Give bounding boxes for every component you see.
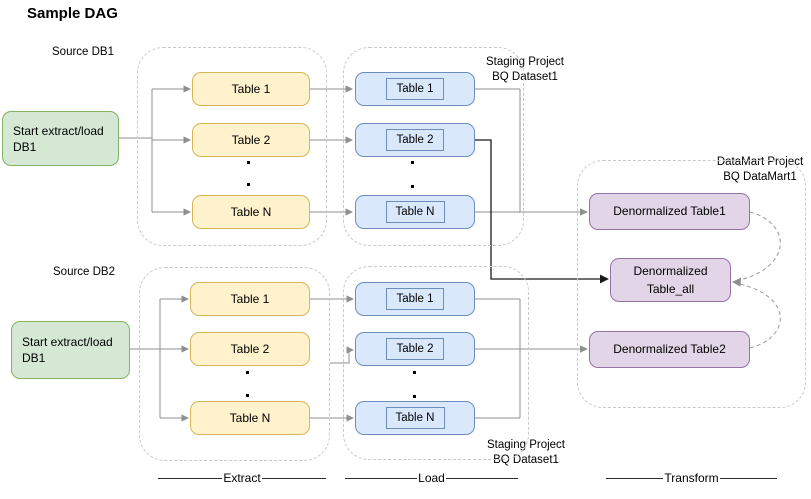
- load-top-tableN-inner: Table N: [385, 201, 445, 223]
- container-load-db2[interactable]: [343, 266, 529, 460]
- extract-bottom-tableN-label: Table N: [229, 410, 271, 425]
- node-start-extract-db2[interactable]: Start extract/load DB1: [11, 321, 130, 379]
- start-db1-line1: Start extract/load: [13, 123, 104, 138]
- node-denormalized-table2[interactable]: Denormalized Table2: [589, 331, 750, 368]
- load-top-table1-inner: Table 1: [386, 78, 444, 100]
- denormalized-table-all-line1: Denormalized: [633, 264, 708, 278]
- node-extract-bottom-table1[interactable]: Table 1: [190, 282, 310, 316]
- stage-load-rule-right: [445, 477, 519, 479]
- datamart-label-line2: BQ DataMart1: [723, 171, 797, 183]
- start-db2-line2: DB1: [22, 351, 46, 365]
- container-load-db1[interactable]: [343, 47, 524, 246]
- page-title: Sample DAG: [27, 5, 118, 22]
- node-denormalized-table-all[interactable]: Denormalized Table_all: [610, 258, 731, 302]
- container-extract-db2[interactable]: [139, 267, 330, 461]
- load-bottom-table2-label: Table 2: [396, 343, 434, 355]
- node-extract-top-table1[interactable]: Table 1: [192, 72, 310, 106]
- node-denormalized-table1[interactable]: Denormalized Table1: [589, 193, 750, 230]
- load-bottom-tableN-inner: Table N: [385, 407, 445, 429]
- load-top-table2-label: Table 2: [396, 134, 434, 146]
- extract-top-table1-label: Table 1: [231, 81, 271, 96]
- stage-transform-rule-left: [606, 477, 664, 479]
- extract-top-table2-label: Table 2: [231, 132, 271, 147]
- denormalized-table-all-line2: Table_all: [646, 282, 695, 296]
- ellipsis-dot: [246, 371, 249, 374]
- node-extract-top-table2[interactable]: Table 2: [192, 123, 310, 157]
- ellipsis-dot: [247, 183, 250, 186]
- container-datamart[interactable]: [577, 160, 806, 408]
- start-db1-line2: DB1: [13, 139, 37, 154]
- stage-extract-rule-right: [261, 477, 326, 479]
- stage-extract: Extract: [158, 470, 326, 486]
- node-load-top-table2[interactable]: Table 2: [355, 123, 475, 157]
- extract-bottom-table2-label: Table 2: [230, 341, 270, 356]
- load-bottom-tableN-label: Table N: [395, 412, 435, 424]
- node-load-bottom-tableN[interactable]: Table N: [355, 401, 475, 435]
- load-bottom-table1-label: Table 1: [396, 293, 434, 305]
- load-bottom-table1-inner: Table 1: [386, 288, 444, 310]
- load-top-tableN-label: Table N: [395, 206, 435, 218]
- extract-bottom-table1-label: Table 1: [230, 291, 270, 306]
- node-load-top-tableN[interactable]: Table N: [355, 195, 475, 229]
- extract-top-tableN-label: Table N: [230, 204, 272, 219]
- ellipsis-dot: [413, 395, 416, 398]
- node-extract-bottom-tableN[interactable]: Table N: [190, 401, 310, 435]
- node-start-extract-db1[interactable]: Start extract/load DB1: [2, 111, 119, 166]
- stage-load-label: Load: [418, 471, 445, 485]
- load-top-table2-inner: Table 2: [386, 129, 444, 151]
- node-extract-top-tableN[interactable]: Table N: [192, 195, 310, 229]
- stage-extract-rule-left: [158, 477, 223, 479]
- ellipsis-dot: [247, 161, 250, 164]
- node-load-top-table1[interactable]: Table 1: [355, 72, 475, 106]
- denormalized-table1-label: Denormalized Table1: [613, 204, 726, 218]
- denormalized-table2-label: Denormalized Table2: [613, 342, 726, 356]
- ellipsis-dot: [413, 371, 416, 374]
- stage-load-rule-left: [345, 477, 418, 479]
- node-load-bottom-table1[interactable]: Table 1: [355, 282, 475, 316]
- ellipsis-dot: [411, 161, 414, 164]
- load-top-table1-label: Table 1: [396, 83, 434, 95]
- load-bottom-table2-inner: Table 2: [386, 338, 444, 360]
- node-extract-bottom-table2[interactable]: Table 2: [190, 332, 310, 366]
- stage-extract-label: Extract: [223, 471, 261, 485]
- ellipsis-dot: [411, 185, 414, 188]
- staging-top-line2: BQ Dataset1: [492, 71, 558, 83]
- node-load-bottom-table2[interactable]: Table 2: [355, 332, 475, 366]
- stage-transform-label: Transform: [664, 471, 719, 485]
- source-db1-label: Source DB1: [52, 46, 115, 58]
- start-db2-line1: Start extract/load: [22, 335, 113, 349]
- container-extract-db1[interactable]: [137, 47, 327, 246]
- stage-transform: Transform: [606, 470, 778, 486]
- ellipsis-dot: [246, 394, 249, 397]
- source-db2-label: Source DB2: [53, 266, 116, 278]
- stage-load: Load: [345, 470, 519, 486]
- stage-transform-rule-right: [719, 477, 778, 479]
